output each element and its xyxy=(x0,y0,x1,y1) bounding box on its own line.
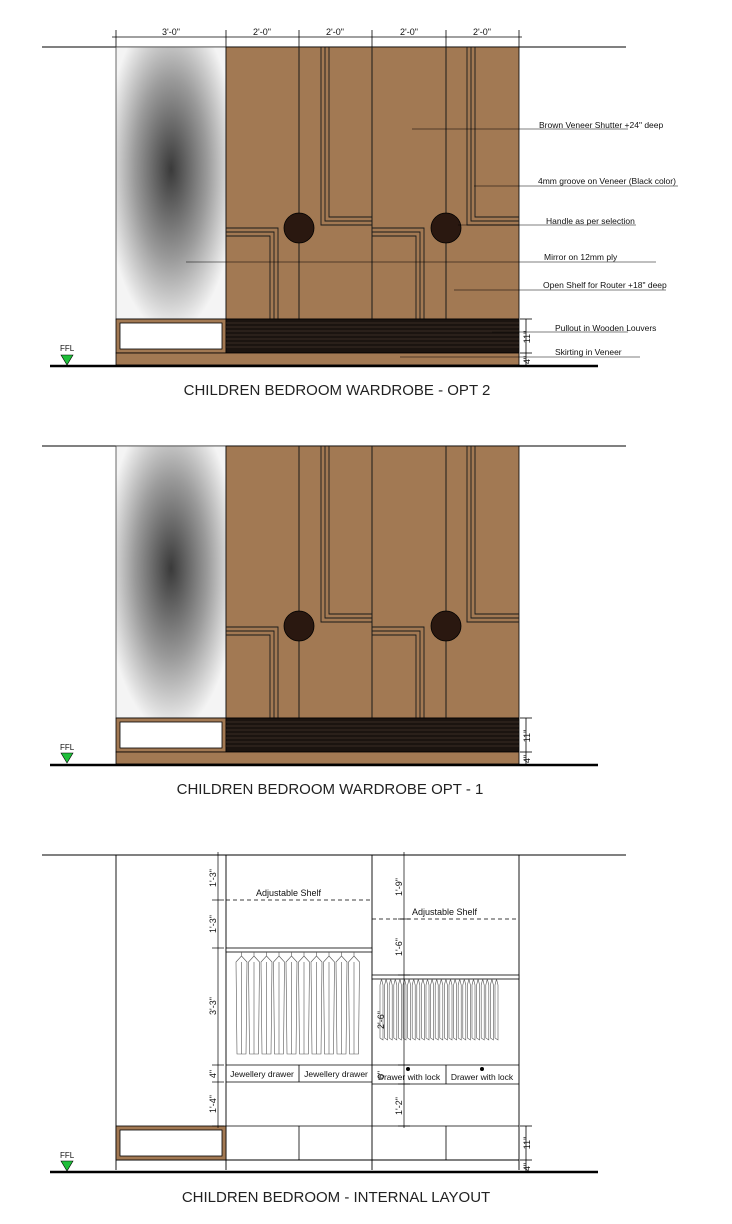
note-handle: Handle as per selection xyxy=(546,216,635,226)
note-skirting: Skirting in Veneer xyxy=(555,347,622,357)
caption-opt2: CHILDREN BEDROOM WARDROBE - OPT 2 xyxy=(184,382,491,399)
garment xyxy=(444,978,448,1041)
skirting xyxy=(115,352,520,366)
garment xyxy=(467,978,471,1041)
open-shelf-router xyxy=(119,322,223,350)
garment xyxy=(439,978,444,1041)
dim-11in: 11" xyxy=(522,331,532,344)
dim-right-5: 1'-2" xyxy=(394,1097,404,1115)
adjustable-shelf-left-label: Adjustable Shelf xyxy=(256,888,322,898)
handle-right xyxy=(430,610,462,642)
garment xyxy=(485,978,490,1041)
groove-lines xyxy=(226,446,519,718)
louver-pullout xyxy=(225,717,520,753)
garment xyxy=(388,978,393,1041)
garment xyxy=(471,978,476,1041)
garment xyxy=(384,978,388,1041)
mirror-panel xyxy=(115,445,227,719)
louver-pullout xyxy=(225,318,520,354)
garment xyxy=(457,978,462,1041)
hanging-clothes-right xyxy=(379,978,499,1041)
dim-4in: 4" xyxy=(522,1163,532,1171)
dim-2ft-b: 2'-0" xyxy=(326,27,344,37)
dim-2ft-d: 2'-0" xyxy=(473,27,491,37)
mirror-panel xyxy=(115,46,227,320)
drawer-label-4: Drawer with lock xyxy=(451,1072,514,1082)
lock-icon xyxy=(480,1067,484,1071)
top-dimensions: 3'-0" 2'-0" 2'-0" 2'-0" 2'-0" xyxy=(112,27,522,47)
garment xyxy=(416,978,421,1041)
garment xyxy=(490,978,494,1041)
dim-left-5: 1'-4" xyxy=(208,1095,218,1113)
ffl-label: FFL xyxy=(60,743,75,752)
garment xyxy=(453,978,457,1041)
garment xyxy=(379,978,384,1041)
garment xyxy=(462,978,467,1041)
ffl-marker-icon xyxy=(60,354,74,366)
adjustable-shelf-right-label: Adjustable Shelf xyxy=(412,907,478,917)
garment xyxy=(476,978,480,1041)
garment xyxy=(480,978,485,1041)
dim-left-1: 1'-3" xyxy=(208,869,218,887)
dim-4in: 4" xyxy=(522,755,532,763)
dim-11in: 11" xyxy=(522,1137,532,1150)
garment xyxy=(421,978,425,1041)
note-pullout: Pullout in Wooden Louvers xyxy=(555,323,656,333)
hanging-clothes-left xyxy=(235,952,360,1055)
dim-2ft-c: 2'-0" xyxy=(400,27,418,37)
dim-11in: 11" xyxy=(522,730,532,743)
garment xyxy=(448,978,453,1041)
ffl-marker-icon xyxy=(60,1160,74,1172)
garment xyxy=(393,978,398,1041)
note-veneer-shutter: Brown Veneer Shutter +24" deep xyxy=(539,120,664,130)
garment xyxy=(434,978,439,1041)
skirting xyxy=(115,751,520,765)
garment xyxy=(425,978,430,1041)
dim-right-3: 2'-6" xyxy=(376,1011,386,1029)
drawer-label-1: Jewellery drawer xyxy=(230,1069,294,1079)
elevation-opt1: 11" 4" FFL CHILDREN BEDROOM WARDROBE OPT… xyxy=(42,445,626,798)
garment xyxy=(494,978,499,1041)
hanging-rod-right xyxy=(371,974,520,980)
handle-left xyxy=(283,610,315,642)
dim-right-1: 1'-9" xyxy=(394,878,404,896)
garment xyxy=(407,978,411,1041)
dim-right-4: 6" xyxy=(376,1071,386,1079)
dim-left-2: 1'-3" xyxy=(208,915,218,933)
caption-opt1: CHILDREN BEDROOM WARDROBE OPT - 1 xyxy=(177,781,484,798)
dim-2ft-a: 2'-0" xyxy=(253,27,271,37)
dim-left-4: 4" xyxy=(208,1070,218,1078)
note-groove: 4mm groove on Veneer (Black color) xyxy=(538,176,676,186)
garment xyxy=(398,978,402,1041)
garment xyxy=(402,978,407,1041)
garment xyxy=(411,978,416,1041)
open-shelf-router xyxy=(119,721,223,749)
ffl-label: FFL xyxy=(60,1151,75,1160)
elevation-internal: Adjustable Shelf Jewellery drawer Jewell… xyxy=(42,852,626,1206)
dim-right-2: 1'-6" xyxy=(394,938,404,956)
drawer-label-3: Drawer with lock xyxy=(378,1072,441,1082)
lock-icon xyxy=(406,1067,410,1071)
ffl-marker-icon xyxy=(60,752,74,764)
dim-3ft: 3'-0" xyxy=(162,27,180,37)
note-mirror: Mirror on 12mm ply xyxy=(544,252,618,262)
dim-left-3: 3'-3" xyxy=(208,997,218,1015)
hanging-rod-left xyxy=(225,947,373,953)
garment xyxy=(430,978,434,1041)
handle-right xyxy=(430,212,462,244)
elevation-opt2: 3'-0" 2'-0" 2'-0" 2'-0" 2'-0" xyxy=(42,27,678,399)
open-shelf-router xyxy=(119,1129,223,1157)
handle-left xyxy=(283,212,315,244)
caption-internal: CHILDREN BEDROOM - INTERNAL LAYOUT xyxy=(182,1189,490,1206)
ffl-label: FFL xyxy=(60,344,75,353)
note-open-shelf: Open Shelf for Router +18" deep xyxy=(543,280,667,290)
drawer-label-2: Jewellery drawer xyxy=(304,1069,368,1079)
dim-4in: 4" xyxy=(522,356,532,364)
